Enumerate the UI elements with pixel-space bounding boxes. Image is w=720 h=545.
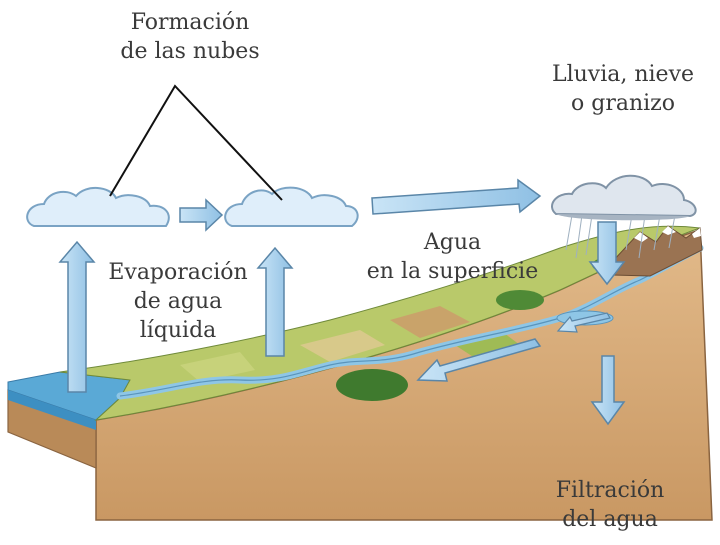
label-line: Evaporación — [108, 260, 248, 285]
lake-edge — [8, 390, 96, 430]
precipitation-arrow — [588, 221, 626, 286]
field-patch — [180, 352, 255, 382]
mountains — [611, 225, 703, 277]
cloud-rain — [551, 174, 697, 221]
runoff-arrow-large — [416, 338, 542, 382]
label-surface-water: Agua en la superficie — [360, 228, 545, 286]
label-pointer-lines — [109, 84, 283, 201]
cloud-drift-arrow — [179, 198, 224, 232]
label-line: Formación — [130, 10, 250, 35]
rain — [565, 214, 676, 259]
terrain-block — [7, 225, 713, 521]
label-line: de las nubes — [120, 39, 260, 64]
field-patch — [390, 306, 470, 338]
label-line: Filtración — [555, 478, 665, 503]
runoff-arrow-small — [556, 312, 611, 333]
label-line: del agua — [562, 507, 658, 532]
label-precipitation: Lluvia, nieve o granizo — [538, 60, 708, 118]
label-cloud-formation: Formación de las nubes — [110, 8, 270, 66]
field-patch — [455, 330, 520, 360]
forest — [496, 290, 544, 310]
field-patch — [300, 330, 385, 362]
forest — [336, 369, 408, 401]
evaporation-arrow-right — [256, 246, 294, 357]
evaporation-arrow-left — [58, 240, 96, 393]
label-line: o granizo — [571, 91, 675, 116]
label-filtration: Filtración del agua — [540, 476, 680, 534]
mountain-snow — [634, 226, 701, 242]
label-evaporation: Evaporación de agua líquida — [98, 258, 258, 345]
label-line: Lluvia, nieve — [551, 62, 695, 87]
river-bank — [119, 247, 701, 397]
label-line: líquida — [139, 318, 217, 343]
wind-arrow — [371, 178, 542, 215]
cloud-left — [26, 187, 170, 227]
label-line: en la superficie — [366, 259, 539, 284]
label-line: Agua — [423, 230, 482, 255]
filtration-arrow — [590, 355, 626, 426]
label-line: de agua — [133, 289, 223, 314]
cloud-middle — [224, 186, 359, 227]
